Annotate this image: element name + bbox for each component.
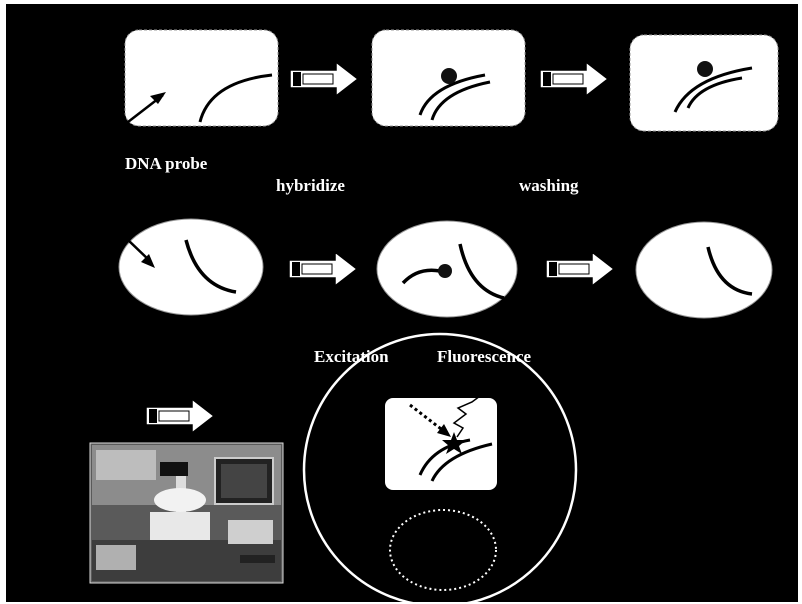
fluorescence-panel <box>385 398 497 490</box>
step1-panel <box>125 30 278 126</box>
label-washing: washing <box>519 176 579 195</box>
step2-ellipse <box>377 221 517 317</box>
step1-ellipse <box>119 219 263 315</box>
probe-dot-icon <box>441 68 457 84</box>
probe-dot-icon <box>697 61 713 77</box>
probe-dot-icon <box>438 264 452 278</box>
step2-panel <box>372 30 525 126</box>
label-hybridize: hybridize <box>276 176 345 195</box>
step3-ellipse <box>636 222 772 318</box>
label-fluorescence: Fluorescence <box>437 347 532 366</box>
step3-panel <box>630 35 778 131</box>
microscope-workstation-photo <box>90 443 283 583</box>
label-dna-probe: DNA probe <box>125 154 208 173</box>
